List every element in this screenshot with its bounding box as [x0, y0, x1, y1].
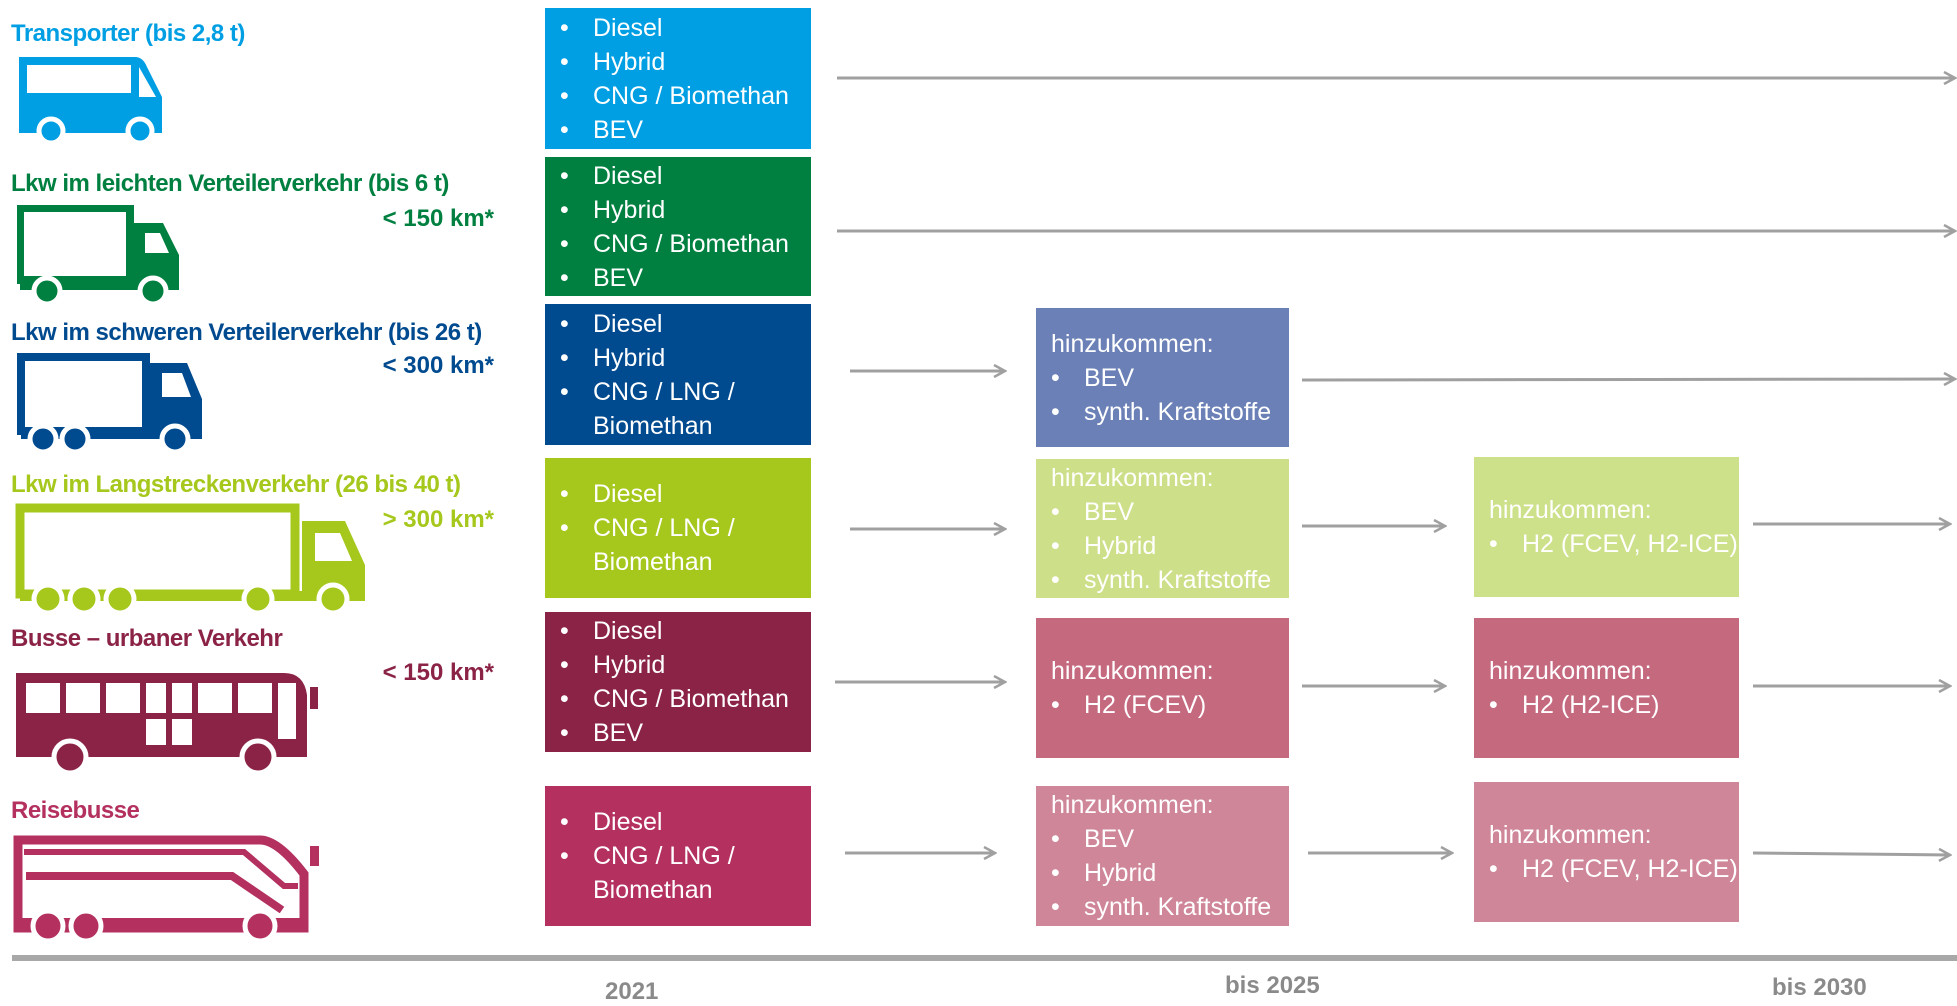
fuel-item: Hybrid — [560, 193, 811, 227]
fuel-item: Hybrid — [1051, 529, 1289, 563]
addition-heading: hinzukommen: — [1489, 496, 1652, 524]
fuel-item: H2 (FCEV) — [1051, 688, 1289, 722]
fuel-item: CNG / Biomethan — [560, 79, 811, 113]
light-truck-icon — [17, 205, 179, 305]
fuel-item: Diesel — [560, 477, 811, 511]
fuel-item: synth. Kraftstoffe — [1051, 395, 1289, 429]
heavy-truck-2025-box: hinzukommen: BEV synth. Kraftstoffe — [1036, 308, 1289, 447]
fuel-item: CNG / LNG / — [560, 839, 811, 873]
urban-bus-2030-box: hinzukommen: H2 (H2-ICE) — [1474, 618, 1739, 758]
long-haul-truck-icon — [15, 503, 365, 615]
coach-2030-box: hinzukommen: H2 (FCEV, H2-ICE) — [1474, 782, 1739, 922]
fuel-item: CNG / LNG / — [560, 511, 811, 545]
year-2021-label: 2021 — [605, 978, 659, 1005]
fuel-item: synth. Kraftstoffe — [1051, 890, 1289, 924]
addition-heading: hinzukommen: — [1051, 463, 1214, 492]
fuel-item: BEV — [560, 113, 811, 147]
coach-2025-box: hinzukommen: BEV Hybrid synth. Kraftstof… — [1036, 786, 1289, 926]
fuel-item: CNG / Biomethan — [560, 682, 811, 716]
transporter-label: Transporter (bis 2,8 t) — [11, 20, 245, 47]
fuel-item: synth. Kraftstoffe — [1051, 563, 1289, 597]
coach-fuels-box: Diesel CNG / LNG / Biomethan — [545, 786, 811, 926]
fuel-item: Diesel — [560, 805, 811, 839]
fuel-item-continued: Biomethan — [593, 411, 713, 440]
urban-bus-2025-box: hinzukommen: H2 (FCEV) — [1036, 618, 1289, 758]
timeline-axis — [12, 955, 1957, 961]
fuel-item-continued: Biomethan — [593, 548, 713, 576]
year-2030-label: bis 2030 — [1772, 974, 1867, 1001]
fuel-item: Hybrid — [560, 341, 811, 375]
transporter-fuels-box: Diesel Hybrid CNG / Biomethan BEV — [545, 8, 811, 149]
fuel-item: BEV — [560, 716, 811, 750]
fuel-item: BEV — [1051, 822, 1289, 856]
fuel-item: H2 (FCEV, H2-ICE) — [1489, 527, 1739, 561]
year-2025-label: bis 2025 — [1225, 972, 1320, 999]
heavy-truck-range: < 300 km* — [382, 352, 494, 379]
fuel-item: Diesel — [560, 307, 811, 341]
addition-heading: hinzukommen: — [1051, 329, 1214, 358]
coach-label: Reisebusse — [11, 797, 140, 824]
fuel-item: BEV — [1051, 361, 1289, 395]
coach-arrow-2030 — [1752, 853, 1950, 855]
urban-bus-range: < 150 km* — [382, 659, 494, 686]
fuel-item: H2 (FCEV, H2-ICE) — [1489, 852, 1739, 886]
light-truck-fuels-box: Diesel Hybrid CNG / Biomethan BEV — [545, 157, 811, 296]
fuel-item: BEV — [560, 261, 811, 295]
urban-bus-fuels-box: Diesel Hybrid CNG / Biomethan BEV — [545, 612, 811, 752]
light-truck-label: Lkw im leichten Verteilerverkehr (bis 6 … — [11, 170, 449, 197]
coach-icon — [13, 835, 319, 940]
addition-heading: hinzukommen: — [1051, 791, 1214, 819]
urban-bus-label: Busse – urbaner Verkehr — [11, 625, 283, 652]
van-icon — [19, 57, 162, 145]
fuel-item: CNG / Biomethan — [560, 227, 811, 261]
fuel-item: Diesel — [560, 614, 811, 648]
fuel-item: BEV — [1051, 495, 1289, 529]
long-haul-2025-box: hinzukommen: BEV Hybrid synth. Kraftstof… — [1036, 459, 1289, 598]
city-bus-icon — [16, 673, 318, 775]
addition-heading: hinzukommen: — [1051, 657, 1214, 685]
fuel-item: Diesel — [560, 159, 811, 193]
light-truck-range: < 150 km* — [382, 205, 494, 232]
long-haul-2030-box: hinzukommen: H2 (FCEV, H2-ICE) — [1474, 457, 1739, 597]
long-haul-fuels-box: Diesel CNG / LNG / Biomethan — [545, 458, 811, 598]
long-haul-range: > 300 km* — [382, 506, 494, 533]
addition-heading: hinzukommen: — [1489, 821, 1652, 849]
fuel-item: Hybrid — [560, 45, 811, 79]
fuel-item: Diesel — [560, 11, 811, 45]
fuel-item-continued: Biomethan — [593, 876, 713, 904]
heavy-truck-label: Lkw im schweren Verteilerverkehr (bis 26… — [11, 319, 482, 346]
fuel-item: Hybrid — [1051, 856, 1289, 890]
heavy-truck-fuels-box: Diesel Hybrid CNG / LNG / Biomethan — [545, 304, 811, 445]
fuel-item: Hybrid — [560, 648, 811, 682]
long-haul-label: Lkw im Langstreckenverkehr (26 bis 40 t) — [11, 471, 461, 498]
fuel-item: H2 (H2-ICE) — [1489, 688, 1739, 722]
fuel-item: CNG / LNG / — [560, 375, 811, 409]
heavy-truck-icon — [17, 353, 202, 453]
heavy-truck-arrow-2025 — [1301, 379, 1955, 380]
addition-heading: hinzukommen: — [1489, 657, 1652, 685]
